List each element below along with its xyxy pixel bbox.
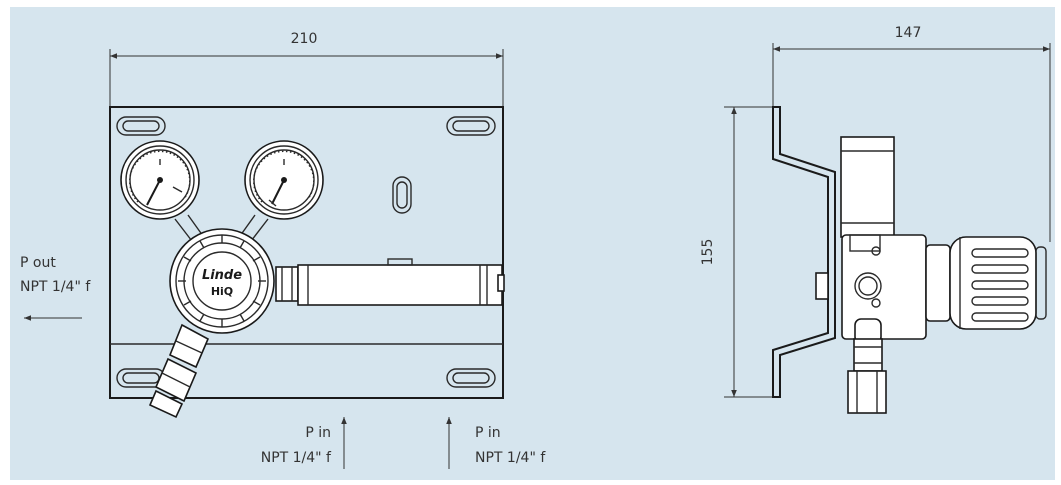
side-width-label: 147 xyxy=(895,25,922,41)
inlet1-thread: NPT 1/4" f xyxy=(261,450,332,466)
side-height-label: 155 xyxy=(700,239,716,266)
side-width-dimension: 147 xyxy=(772,25,1051,242)
inlet2-thread: NPT 1/4" f xyxy=(475,450,546,466)
inlet1-name: P in xyxy=(305,425,331,441)
outlet-thread: NPT 1/4" f xyxy=(20,279,91,295)
side-view: 147 155 xyxy=(700,25,1051,414)
technical-drawing: 210 xyxy=(20,25,1051,469)
inlet-manifold xyxy=(275,258,505,306)
drawing-area: 210 xyxy=(10,7,1055,480)
front-width-dimension: 210 xyxy=(109,31,504,107)
hiq-logo: HiQ xyxy=(211,285,233,298)
outlet-label: P out NPT 1/4" f xyxy=(20,255,91,321)
front-width-label: 210 xyxy=(291,31,318,47)
left-pressure-gauge xyxy=(120,140,200,220)
outlet-fitting xyxy=(148,323,210,419)
outlet-name: P out xyxy=(20,255,56,271)
linde-logo: Linde xyxy=(202,268,242,283)
knob-side-view xyxy=(925,236,1047,330)
right-pressure-gauge xyxy=(244,140,324,220)
side-height-dimension: 155 xyxy=(700,106,773,398)
inlet2-name: P in xyxy=(475,425,501,441)
front-view: 210 xyxy=(20,31,546,469)
inlet-label-2: P in NPT 1/4" f xyxy=(446,417,546,469)
regulator-knob: Linde HiQ xyxy=(169,228,275,334)
inlet-label-1: P in NPT 1/4" f xyxy=(261,417,347,469)
